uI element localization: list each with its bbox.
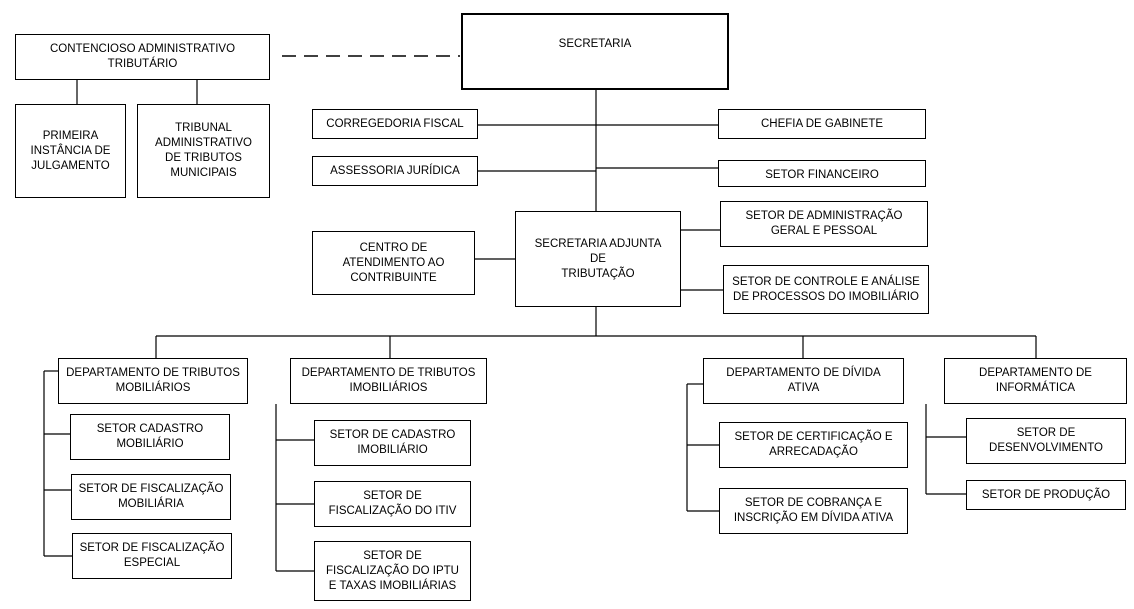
box-dept-divida-ativa: DEPARTAMENTO DE DÍVIDA ATIVA xyxy=(703,358,904,404)
box-primeira-instancia: PRIMEIRA INSTÂNCIA DE JULGAMENTO xyxy=(15,104,126,198)
box-setor-certificacao: SETOR DE CERTIFICAÇÃO E ARRECADAÇÃO xyxy=(719,422,908,468)
box-setor-cadastro-imobiliario: SETOR DE CADASTRO IMOBILIÁRIO xyxy=(314,420,471,466)
box-setor-fiscalizacao-mobiliaria: SETOR DE FISCALIZAÇÃO MOBILIÁRIA xyxy=(71,474,231,520)
box-centro-atendimento: CENTRO DE ATENDIMENTO AO CONTRIBUINTE xyxy=(312,231,475,295)
box-setor-financeiro: SETOR FINANCEIRO xyxy=(718,160,926,187)
box-dept-imobiliarios: DEPARTAMENTO DE TRIBUTOS IMOBILIÁRIOS xyxy=(290,358,487,404)
box-chefia-gabinete: CHEFIA DE GABINETE xyxy=(718,109,926,139)
box-setor-fiscalizacao-especial: SETOR DE FISCALIZAÇÃO ESPECIAL xyxy=(72,533,232,579)
box-secretaria: SECRETARIA xyxy=(461,13,729,90)
box-tribunal: TRIBUNAL ADMINISTRATIVO DE TRIBUTOS MUNI… xyxy=(137,104,270,198)
box-secretaria-adjunta: SECRETARIA ADJUNTA DE TRIBUTAÇÃO xyxy=(515,211,681,307)
box-setor-fiscalizacao-itiv: SETOR DE FISCALIZAÇÃO DO ITIV xyxy=(314,481,471,527)
box-setor-cadastro-mobiliario: SETOR CADASTRO MOBILIÁRIO xyxy=(70,414,230,460)
box-assessoria-juridica: ASSESSORIA JURÍDICA xyxy=(312,156,478,186)
box-setor-administracao: SETOR DE ADMINISTRAÇÃO GERAL E PESSOAL xyxy=(720,201,928,247)
box-setor-producao: SETOR DE PRODUÇÃO xyxy=(966,480,1126,510)
box-setor-desenvolvimento: SETOR DE DESENVOLVIMENTO xyxy=(966,418,1126,464)
box-setor-fiscalizacao-iptu: SETOR DE FISCALIZAÇÃO DO IPTU E TAXAS IM… xyxy=(314,541,471,601)
box-dept-mobiliarios: DEPARTAMENTO DE TRIBUTOS MOBILIÁRIOS xyxy=(58,358,248,404)
box-corregedoria: CORREGEDORIA FISCAL xyxy=(312,109,478,139)
box-contencioso: CONTENCIOSO ADMINISTRATIVO TRIBUTÁRIO xyxy=(15,34,270,80)
box-dept-informatica: DEPARTAMENTO DE INFORMÁTICA xyxy=(944,358,1127,404)
box-setor-cobranca: SETOR DE COBRANÇA E INSCRIÇÃO EM DÍVIDA … xyxy=(719,488,908,534)
box-setor-controle: SETOR DE CONTROLE E ANÁLISE DE PROCESSOS… xyxy=(723,265,929,314)
